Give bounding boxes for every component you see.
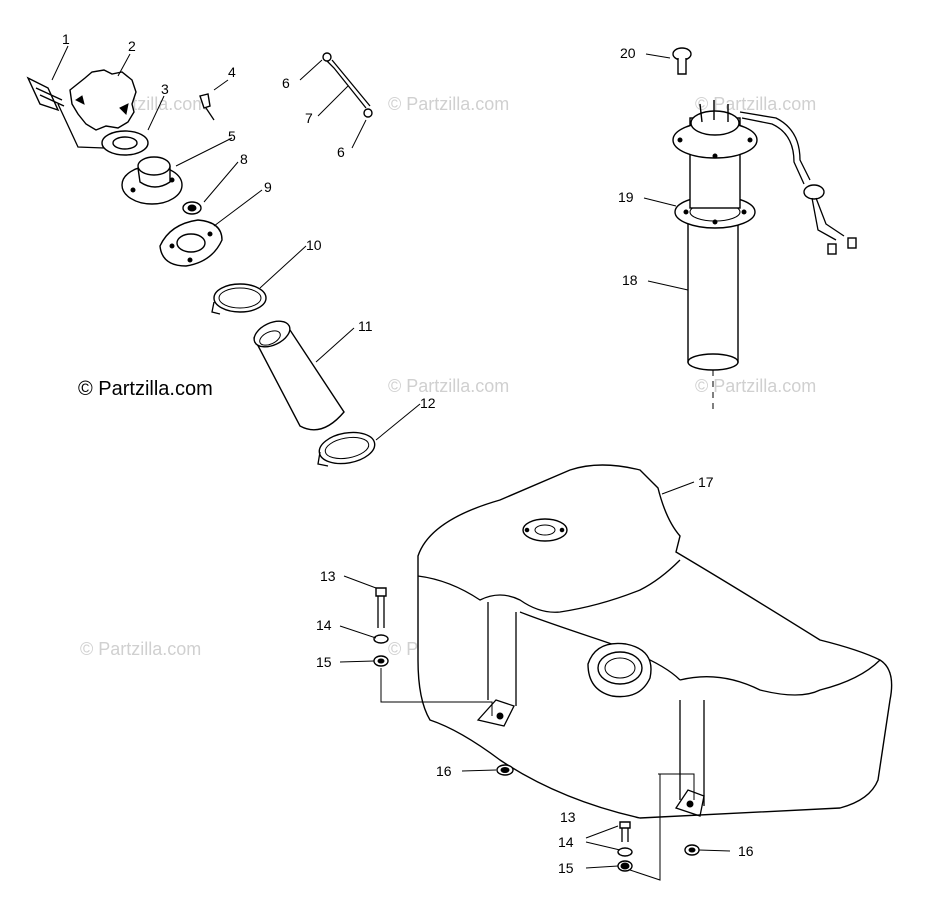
part-3-gasket[interactable] — [101, 130, 149, 156]
callout-9: 9 — [264, 179, 272, 195]
watermark: © Partzilla.com — [388, 94, 509, 114]
callout-labels: 1 2 3 4 5 6 7 6 8 9 10 11 12 13 14 15 16… — [62, 31, 754, 876]
part-9-gasket-plate[interactable] — [159, 219, 223, 267]
watermark: © Partzilla.com — [80, 639, 201, 659]
sender-head[interactable] — [672, 100, 857, 255]
part-16-grommet-upper[interactable] — [496, 764, 514, 776]
watermark: © Partzilla.com — [695, 94, 816, 114]
part-7-vent-line[interactable] — [322, 52, 373, 118]
callout-16-upper: 16 — [436, 763, 452, 779]
callout-1: 1 — [62, 31, 70, 47]
callout-16-lower: 16 — [738, 843, 754, 859]
part-14-washer-upper[interactable] — [373, 634, 389, 644]
part-8-grommet[interactable] — [182, 201, 202, 215]
callout-14-lower: 14 — [558, 834, 574, 850]
callout-10: 10 — [306, 237, 322, 253]
part-15-nut-lower[interactable] — [617, 860, 633, 872]
callout-7: 7 — [305, 110, 313, 126]
part-16-grommet-lower[interactable] — [684, 844, 700, 856]
callout-5: 5 — [228, 128, 236, 144]
copyright-notice: © Partzilla.com — [78, 378, 213, 400]
part-14-washer-lower[interactable] — [617, 847, 633, 857]
part-10-clamp[interactable] — [211, 283, 267, 315]
callout-2: 2 — [128, 38, 136, 54]
lower-hardware-leader — [629, 773, 695, 881]
callout-18: 18 — [622, 272, 638, 288]
watermark: © Partzilla.com — [695, 376, 816, 396]
part-13-bolt-upper[interactable] — [375, 587, 387, 628]
callout-11: 11 — [358, 318, 373, 334]
callout-6-top: 6 — [282, 75, 290, 91]
callout-13-upper: 13 — [320, 568, 336, 584]
callout-leaders — [51, 45, 731, 869]
part-1-bolt[interactable] — [26, 76, 105, 149]
part-18-sender-tube[interactable] — [687, 211, 739, 412]
part-5-filler-neck[interactable] — [121, 156, 183, 205]
part-12-clamp[interactable] — [317, 428, 377, 467]
callout-17: 17 — [698, 474, 714, 490]
callout-3: 3 — [161, 81, 169, 97]
callout-4: 4 — [228, 64, 236, 80]
part-4-screw[interactable] — [199, 93, 215, 121]
callout-15-lower: 15 — [558, 860, 574, 876]
callout-8: 8 — [240, 151, 248, 167]
callout-14-upper: 14 — [316, 617, 332, 633]
callout-19: 19 — [618, 189, 634, 205]
part-11-hose[interactable] — [250, 316, 345, 431]
callout-13-lower: 13 — [560, 809, 576, 825]
callout-12: 12 — [420, 395, 436, 411]
callout-20: 20 — [620, 45, 636, 61]
part-20-screw[interactable] — [672, 47, 692, 75]
part-15-nut-upper[interactable] — [373, 655, 389, 667]
callout-6-bottom: 6 — [337, 144, 345, 160]
upper-hardware-leader — [380, 668, 493, 716]
part-13-bolt-lower[interactable] — [619, 821, 631, 842]
part-17-fuel-tank[interactable] — [417, 464, 893, 819]
watermark: © Partzilla.com — [388, 376, 509, 396]
part-2-cap[interactable] — [69, 69, 137, 131]
callout-15-upper: 15 — [316, 654, 332, 670]
